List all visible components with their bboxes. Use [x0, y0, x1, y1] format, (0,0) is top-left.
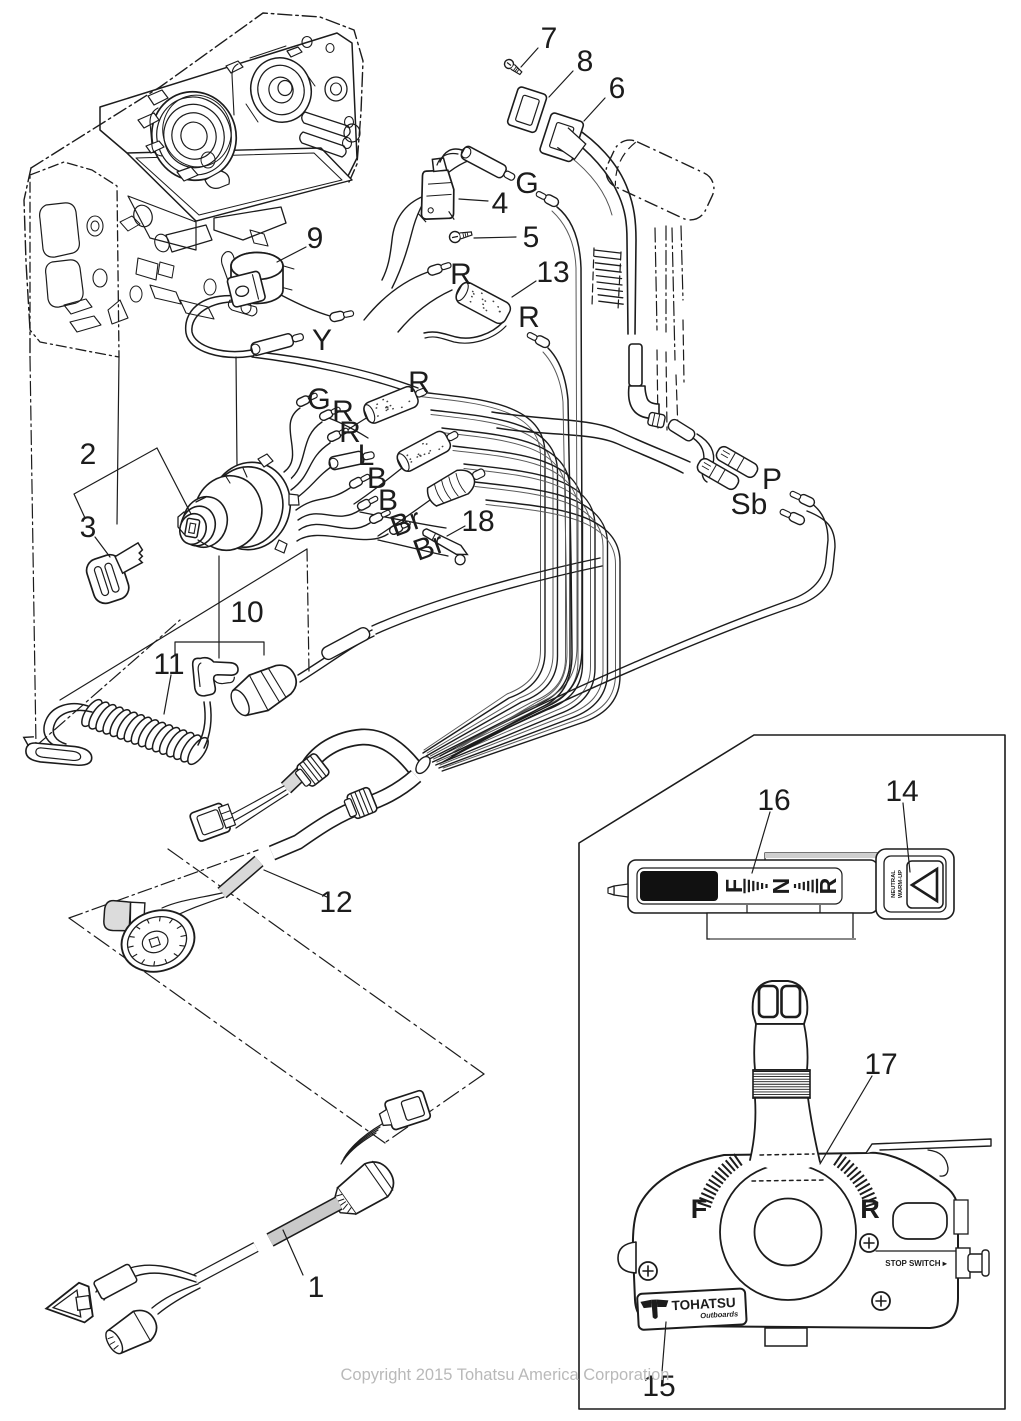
svg-text:G: G [515, 167, 538, 200]
svg-text:NEUTRAL: NEUTRAL [891, 870, 897, 898]
svg-text:B: B [378, 484, 398, 517]
svg-text:Y: Y [312, 324, 332, 357]
svg-text:F: F [691, 1194, 708, 1224]
svg-text:STOP SWITCH ▸: STOP SWITCH ▸ [885, 1259, 947, 1268]
svg-text:16: 16 [757, 784, 790, 817]
svg-text:R: R [332, 395, 354, 428]
svg-text:6: 6 [609, 72, 626, 105]
svg-text:F: F [721, 879, 747, 893]
svg-text:2: 2 [80, 438, 97, 471]
svg-text:4: 4 [492, 187, 509, 220]
svg-text:WARM-UP: WARM-UP [898, 870, 904, 898]
svg-text:13: 13 [536, 256, 569, 289]
svg-text:R: R [518, 301, 540, 334]
svg-text:7: 7 [541, 22, 558, 55]
svg-text:8: 8 [577, 45, 594, 78]
svg-text:17: 17 [864, 1048, 897, 1081]
svg-text:TOHATSU: TOHATSU [671, 1295, 736, 1313]
svg-text:Outboards: Outboards [700, 1309, 738, 1320]
svg-text:14: 14 [885, 775, 918, 808]
svg-text:R: R [860, 1194, 880, 1224]
svg-text:18: 18 [461, 505, 494, 538]
svg-text:R: R [408, 366, 430, 399]
svg-text:10: 10 [230, 596, 263, 629]
svg-text:R: R [815, 877, 841, 894]
svg-text:N: N [768, 878, 794, 895]
svg-text:G: G [307, 383, 330, 416]
svg-text:Sb: Sb [731, 488, 768, 521]
svg-text:P: P [762, 463, 782, 496]
svg-text:R: R [450, 258, 472, 291]
svg-text:B: B [367, 462, 387, 495]
svg-text:1: 1 [308, 1271, 325, 1304]
svg-text:R: R [339, 416, 361, 449]
svg-text:11: 11 [153, 648, 184, 681]
svg-text:12: 12 [319, 886, 352, 919]
svg-text:3: 3 [80, 511, 97, 544]
svg-text:15: 15 [642, 1370, 675, 1403]
svg-text:Copyright 2015 Tohatsu America: Copyright 2015 Tohatsu America Corporati… [341, 1366, 670, 1384]
svg-text:L: L [358, 439, 375, 472]
svg-text:5: 5 [523, 221, 540, 254]
svg-text:9: 9 [307, 222, 324, 255]
